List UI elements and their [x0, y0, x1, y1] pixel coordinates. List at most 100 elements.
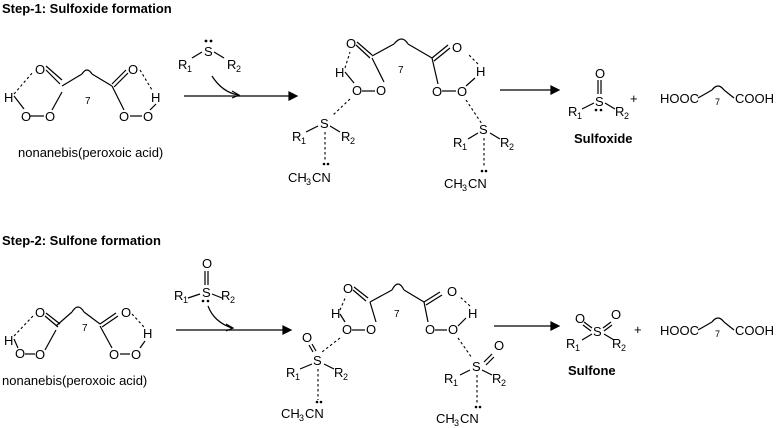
- svg-text:3: 3: [299, 413, 304, 423]
- svg-text:R: R: [334, 365, 343, 380]
- step2-nonanedioic-acid: HOOC 7 COOH: [660, 317, 774, 339]
- svg-text:R: R: [174, 288, 183, 303]
- svg-text:O: O: [447, 284, 457, 299]
- svg-text:O: O: [202, 256, 212, 271]
- svg-text:O: O: [376, 83, 386, 98]
- step1-reagent-label: nonanebis(peroxoic acid): [18, 145, 163, 160]
- svg-text:H: H: [335, 65, 344, 80]
- svg-text:CN: CN: [305, 406, 324, 421]
- svg-text:O: O: [432, 84, 442, 99]
- svg-text:CH: CH: [444, 176, 463, 191]
- step1-transition-complex: O H O O 7 O O O H S R 1 R 2: [288, 36, 514, 193]
- svg-text:H: H: [476, 64, 485, 79]
- svg-text:2: 2: [509, 142, 514, 152]
- svg-text:3: 3: [462, 183, 467, 193]
- svg-text:2: 2: [624, 111, 629, 121]
- svg-text:S: S: [593, 324, 602, 339]
- svg-text:R: R: [492, 371, 501, 386]
- svg-text:O: O: [45, 109, 55, 124]
- svg-text:O: O: [448, 322, 458, 337]
- step2-transition-complex: O H O O 7 O O O H O S R 1 R 2: [281, 281, 506, 428]
- svg-text:O: O: [457, 84, 467, 99]
- svg-text:R: R: [341, 129, 350, 144]
- svg-text:2: 2: [350, 136, 355, 146]
- svg-text:O: O: [21, 109, 31, 124]
- svg-text:7: 7: [398, 65, 404, 76]
- svg-text:O: O: [425, 322, 435, 337]
- svg-text:S: S: [313, 353, 322, 368]
- svg-text:2: 2: [621, 343, 626, 353]
- svg-text:1: 1: [295, 372, 300, 382]
- svg-text:O: O: [109, 347, 119, 362]
- svg-text:CH: CH: [288, 170, 307, 185]
- svg-text:O: O: [143, 109, 153, 124]
- svg-text:R: R: [566, 336, 575, 351]
- svg-text:CH: CH: [281, 406, 300, 421]
- svg-text:S: S: [320, 116, 329, 131]
- svg-text:CH: CH: [436, 411, 455, 426]
- svg-text:O: O: [302, 330, 312, 345]
- svg-text:S: S: [204, 44, 213, 59]
- step1-peracid-reagent: O H O O 7 O O O H: [4, 62, 160, 124]
- step1-sulfoxide-product: O S R 1 R 2: [568, 66, 629, 121]
- step2-plus: +: [634, 322, 642, 337]
- step1-nonanedioic-acid: HOOC 7 COOH: [660, 85, 774, 107]
- svg-text:R: R: [568, 104, 577, 119]
- svg-text:1: 1: [187, 64, 192, 74]
- svg-text:H: H: [151, 90, 160, 105]
- svg-text:R: R: [227, 57, 236, 72]
- step2-sulfone-product: O S O R 1 R 2: [566, 307, 626, 353]
- svg-text:O: O: [121, 305, 131, 320]
- svg-text:R: R: [221, 288, 230, 303]
- svg-text:S: S: [595, 94, 604, 109]
- svg-text:R: R: [178, 57, 187, 72]
- svg-text:7: 7: [715, 329, 720, 339]
- svg-text:O: O: [119, 109, 129, 124]
- svg-text:O: O: [343, 281, 353, 296]
- svg-text:O: O: [352, 83, 362, 98]
- svg-text:R: R: [286, 365, 295, 380]
- svg-text:S: S: [479, 122, 488, 137]
- svg-text:2: 2: [230, 295, 235, 305]
- svg-text:7: 7: [394, 309, 400, 320]
- step1-heading: Step-1: Sulfoxide formation: [2, 1, 172, 16]
- svg-text:O: O: [35, 305, 45, 320]
- svg-text:R: R: [292, 129, 301, 144]
- svg-text:S: S: [202, 285, 211, 300]
- svg-text:O: O: [35, 62, 45, 77]
- svg-text:7: 7: [82, 323, 88, 334]
- svg-text:3: 3: [306, 177, 311, 187]
- svg-text:O: O: [35, 347, 45, 362]
- svg-text:O: O: [595, 66, 605, 81]
- svg-text:1: 1: [453, 378, 458, 388]
- svg-text:O: O: [131, 347, 141, 362]
- svg-text:CN: CN: [460, 411, 479, 426]
- step2-heading: Step-2: Sulfone formation: [2, 233, 161, 248]
- svg-text:O: O: [128, 62, 138, 77]
- svg-text:2: 2: [236, 64, 241, 74]
- svg-text:1: 1: [183, 295, 188, 305]
- svg-text:O: O: [452, 40, 462, 55]
- svg-text:2: 2: [501, 378, 506, 388]
- step2-sulfoxide-reagent: O S R 1 R 2: [174, 256, 235, 332]
- svg-text:CN: CN: [468, 176, 487, 191]
- step1-arrowhead-1: [288, 91, 299, 101]
- svg-text:CN: CN: [312, 170, 331, 185]
- svg-text:S: S: [472, 359, 481, 374]
- svg-text:7: 7: [85, 96, 91, 107]
- svg-text:3: 3: [454, 418, 459, 428]
- svg-text:2: 2: [343, 372, 348, 382]
- step1-product-label: Sulfoxide: [574, 131, 633, 146]
- svg-text:O: O: [342, 322, 352, 337]
- svg-text:1: 1: [301, 136, 306, 146]
- svg-text:O: O: [15, 346, 25, 361]
- step2-arrowhead-1: [282, 325, 293, 335]
- svg-text:H: H: [468, 306, 477, 321]
- svg-text:O: O: [575, 311, 585, 326]
- step1-sulfide: S R 1 R 2: [178, 39, 241, 99]
- svg-text:H: H: [331, 306, 340, 321]
- svg-text:R: R: [612, 336, 621, 351]
- svg-text:COOH: COOH: [735, 323, 774, 338]
- step2-reagent-label: nonanebis(peroxoic acid): [2, 373, 147, 388]
